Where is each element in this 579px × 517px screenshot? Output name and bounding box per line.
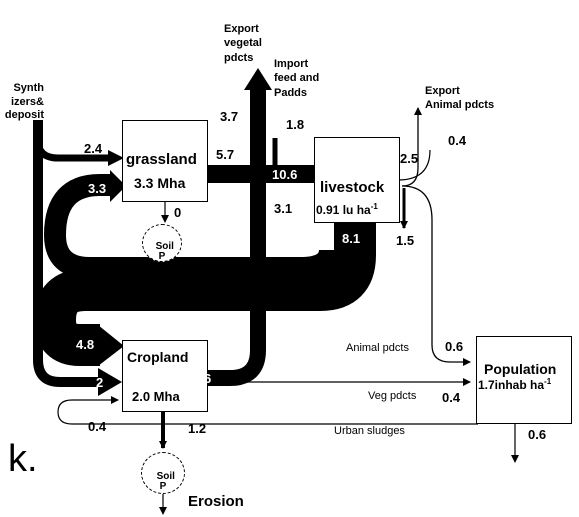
animal-pdcts-label: Animal pdcts [346, 343, 409, 354]
livestock-export-line [402, 108, 418, 186]
flow-export-animal: 0.4 [448, 134, 466, 147]
cropland-area: 2.0 Mha [132, 390, 180, 403]
flow-grassland-to-soil: 0 [174, 206, 181, 219]
population-density-main: 1.7inhab ha [478, 378, 544, 392]
cropland-name: Cropland [127, 350, 188, 364]
arrowhead-to-cropland-manure [98, 325, 124, 366]
flow-cropland-out: 6 [204, 372, 211, 385]
livestock-density-main: 0.91 lu ha [316, 203, 371, 217]
population-density-sup: -1 [544, 377, 551, 386]
flow-animal-to-population: 0.6 [445, 340, 463, 353]
flow-synth-to-cropland: 2 [96, 376, 103, 389]
cropland-vertical-stream [208, 85, 258, 378]
grassland-name: grassland [126, 152, 197, 167]
urban-sludges-label: Urban sludges [334, 426, 405, 437]
soil-p-top: Soil P [142, 224, 182, 262]
veg-pdcts-label: Veg pdcts [368, 391, 416, 402]
livestock-density-sup: -1 [371, 202, 378, 211]
arrowhead-export-vegetal [244, 68, 272, 90]
synth-label-text: Synth izers& deposit [5, 82, 44, 122]
flow-livestock-loss: 1.5 [396, 234, 414, 247]
synth-label: Synth izers& deposit [0, 68, 44, 123]
export-vegetal-label: Export vegetal pdcts [224, 22, 262, 65]
urban-sludge-line [58, 400, 478, 424]
erosion-label: Erosion [188, 494, 244, 509]
panel-letter: k. [8, 440, 38, 478]
export-animal-label: Export Animal pdcts [425, 84, 494, 113]
flow-crop-to-livestock: 10.6 [272, 168, 297, 181]
livestock-name: livestock [320, 180, 384, 195]
flow-sludge-to-cropland: 0.4 [88, 420, 106, 433]
grassland-area: 3.3 Mha [134, 176, 185, 190]
flow-cropland-to-grassland-branch: 3.1 [274, 202, 292, 215]
population-name: Population [484, 362, 556, 376]
flow-livestock-to-grassland: 3.3 [88, 182, 106, 195]
flow-export-vegetal: 3.7 [220, 110, 238, 123]
livestock-to-population-line [402, 186, 470, 362]
soil-p-bottom: Soil P [141, 452, 185, 494]
population-density: 1.7inhab ha-1 [478, 378, 551, 391]
flow-population-loss: 0.6 [528, 428, 546, 441]
flow-cropland-to-soil: 1.2 [188, 422, 206, 435]
import-feed-label: Import feed and Padds [274, 57, 319, 100]
flow-import-feed: 1.8 [286, 118, 304, 131]
manure-loop-flow [55, 220, 355, 345]
flow-veg-to-population: 0.4 [442, 391, 460, 404]
soil-p-bottom-text: Soil P [157, 471, 175, 493]
flow-livestock-out: 2.5 [400, 152, 418, 165]
flow-livestock-to-cropland: 8.1 [342, 232, 360, 245]
livestock-density: 0.91 lu ha-1 [316, 203, 378, 216]
flow-manure-to-cropland: 4.8 [76, 338, 94, 351]
flow-synth-to-grassland: 2.4 [84, 142, 102, 155]
flow-grassland-to-livestock: 5.7 [216, 148, 234, 161]
soil-p-top-text: Soil P [156, 241, 174, 263]
